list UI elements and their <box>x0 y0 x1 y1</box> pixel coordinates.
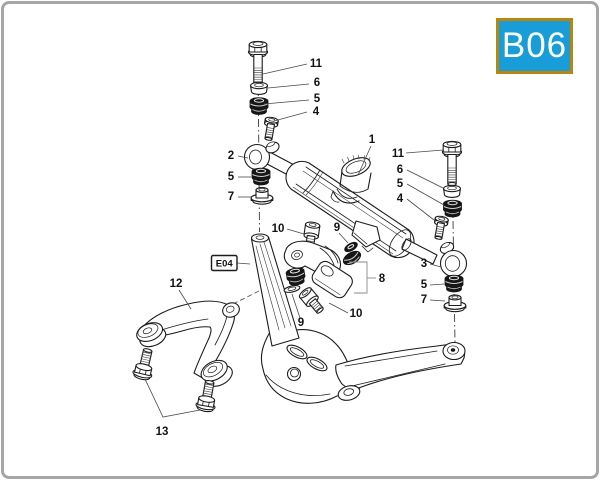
rubber-bushing-5-lower-left <box>251 167 271 186</box>
callout-10-lower: 10 <box>350 308 363 320</box>
callout-6-top-left: 6 <box>314 77 320 89</box>
callout-labels: 11 6 5 4 2 5 7 1 11 6 5 4 3 5 7 10 9 8 9… <box>156 58 428 438</box>
rod-end-3 <box>439 241 468 281</box>
callout-3: 3 <box>421 258 427 270</box>
rubber-bushing-5-upper-right <box>443 199 462 218</box>
yoke-slot-hole <box>306 356 328 372</box>
callout-5-right: 5 <box>397 178 404 190</box>
callout-7-mid-left: 7 <box>228 191 234 203</box>
callout-7-low-right: 7 <box>421 294 427 306</box>
damper-rod-right <box>401 238 438 265</box>
plate-code-badge: B06 <box>496 18 573 74</box>
rubber-bushing-mid <box>285 266 307 287</box>
yoke-bottom-boss <box>337 385 361 401</box>
clamp-block-8 <box>311 260 353 299</box>
callout-4-top-left: 4 <box>313 106 320 118</box>
callout-8-bracket <box>349 261 368 294</box>
knurl-ticks <box>341 154 371 164</box>
bracket-alignment-dashed-line <box>232 288 264 305</box>
washer-9-upper <box>344 241 358 253</box>
callout-6-right: 6 <box>397 164 403 176</box>
callout-13: 13 <box>156 426 169 438</box>
roller-bushing <box>342 250 362 266</box>
flat-washer <box>283 285 301 293</box>
spacer-7-right <box>443 294 467 313</box>
callout-11-top-left: 11 <box>310 58 323 70</box>
callout-12: 12 <box>170 278 183 290</box>
callout-leaders <box>144 63 446 418</box>
bolt-11-left <box>247 40 269 87</box>
callout-5-low-right: 5 <box>421 279 428 291</box>
steering-damper <box>258 148 438 265</box>
callout-11-right: 11 <box>392 148 405 160</box>
spacer-7-left <box>250 187 274 205</box>
damper-wedge-lug <box>351 220 381 253</box>
bolt-10-lower <box>297 285 328 317</box>
lower-yoke <box>260 329 466 404</box>
callout-9-lower: 9 <box>298 317 304 329</box>
callout-5-top-left: 5 <box>314 93 321 105</box>
cup-washer-6-left <box>250 81 268 95</box>
steering-stem <box>250 233 300 347</box>
rubber-bushing-5-upper-left <box>249 97 269 115</box>
screw-4-right <box>431 214 450 241</box>
callout-2: 2 <box>228 150 234 162</box>
callout-5-mid-left: 5 <box>228 171 235 183</box>
yoke-slot-hole <box>286 344 308 360</box>
bolt-11-right <box>441 140 463 187</box>
bolt-13-a <box>131 346 158 382</box>
plate-code-label: B06 <box>501 26 568 65</box>
ref-box-label: E04 <box>216 259 234 270</box>
ref-box-e04[interactable]: E04 <box>210 254 238 272</box>
damper-clamp-assembly <box>283 220 362 317</box>
callout-10-upper: 10 <box>272 223 285 235</box>
damper-adjuster-knob <box>339 154 372 193</box>
damper-mount-collar <box>330 188 360 204</box>
cup-washer-6-right <box>443 184 461 198</box>
bracket-12 <box>136 300 240 387</box>
callout-4-right: 4 <box>397 193 404 205</box>
callout-8: 8 <box>379 273 386 285</box>
damper-body <box>285 160 415 259</box>
yoke-right-arm <box>335 343 466 392</box>
callout-1: 1 <box>369 134 376 146</box>
rubber-bushing-5-lower-right <box>444 274 464 293</box>
callout-9-upper: 9 <box>334 222 340 234</box>
